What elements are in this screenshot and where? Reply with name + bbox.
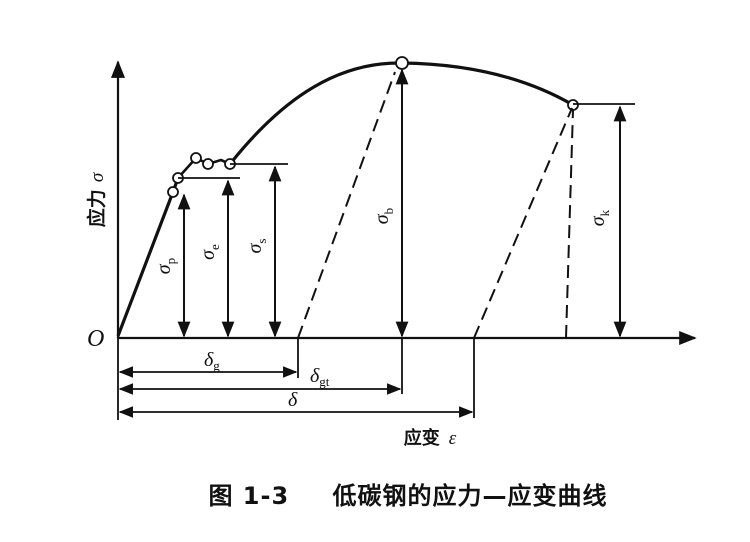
- sigma-s-label: σs: [244, 239, 269, 254]
- sigma-b-label: σb: [371, 208, 396, 224]
- unloading-lines: [297, 71, 574, 339]
- extension-lines: [117, 338, 475, 420]
- origin-label: O: [87, 326, 104, 352]
- figure-number: 图 1-3: [208, 482, 289, 510]
- elastic-segment: [116, 177, 180, 337]
- fracture-point: [567, 99, 579, 111]
- figure-title: 低碳钢的应力—应变曲线: [332, 482, 608, 510]
- reference-lines: [178, 103, 635, 179]
- strain-arrows: [118, 366, 474, 418]
- delta-g-label: δg: [204, 349, 220, 373]
- x-axis-label: 应变 ε: [404, 427, 457, 449]
- sigma-k-label: σk: [587, 209, 612, 226]
- ultimate-strength-point: [395, 56, 409, 70]
- sigma-e-label: σe: [197, 244, 222, 260]
- y-axis-label: 应力 σ: [85, 172, 108, 227]
- figure-caption: 图 1-3 低碳钢的应力—应变曲线: [208, 482, 607, 510]
- sigma-p-label: σp: [153, 258, 178, 274]
- proportional-limit-point: [167, 186, 179, 198]
- stress-strain-curve: [116, 61, 574, 337]
- unloading-from-fracture: [473, 107, 573, 339]
- curve-points: [167, 56, 579, 198]
- delta-gt-label: δgt: [310, 365, 330, 389]
- delta-label: δ: [288, 389, 298, 411]
- upper-yield-point: [190, 152, 202, 164]
- fracture-vertical: [565, 109, 574, 339]
- stress-arrows: [177, 68, 627, 338]
- yield-point-1: [202, 158, 214, 170]
- unloading-from-yield: [297, 71, 396, 339]
- axes: [110, 60, 697, 346]
